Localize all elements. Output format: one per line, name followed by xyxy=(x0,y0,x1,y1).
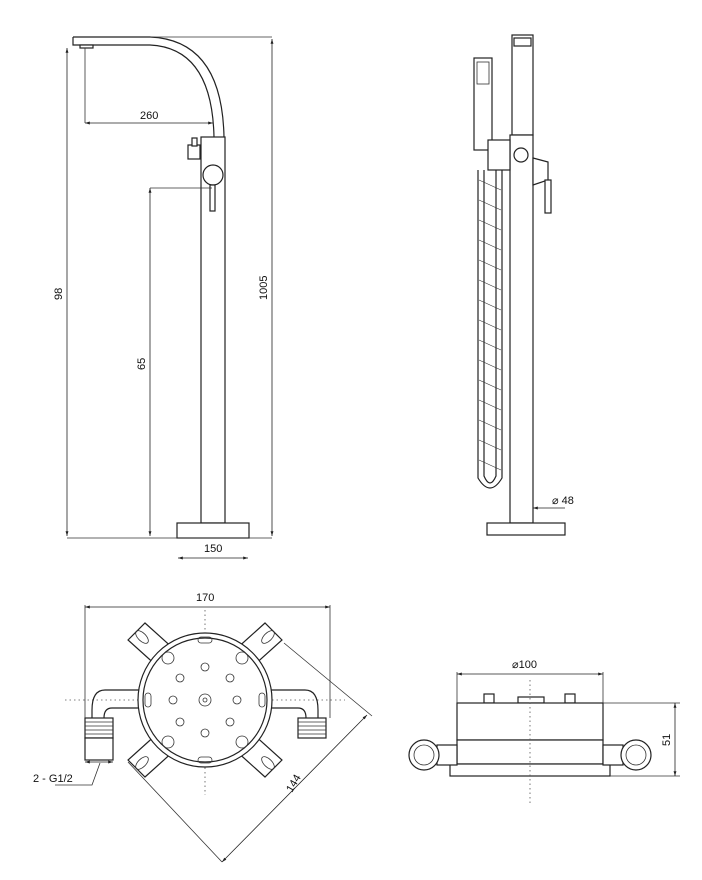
plan-view: 170 144 2 - G1/2 xyxy=(33,592,373,863)
dim-body-diameter: ⌀100 xyxy=(512,659,537,671)
hand-shower xyxy=(473,57,493,151)
side-view: ⌀ 48 xyxy=(473,34,574,536)
thread-lines xyxy=(85,721,113,735)
spindle xyxy=(517,696,545,704)
thread-right xyxy=(297,717,327,739)
valve-body-outer xyxy=(137,632,273,768)
dim-spout-height: 98 xyxy=(53,288,65,300)
dim-overall-width: 170 xyxy=(196,592,214,604)
inlet-stub-right xyxy=(602,744,624,766)
shower-hose xyxy=(477,170,503,489)
mixer-lever xyxy=(209,184,216,212)
holder-cap xyxy=(513,37,532,47)
inlet-ring-left xyxy=(408,739,440,771)
dim-total-height: 1005 xyxy=(258,276,270,300)
floor-base xyxy=(486,522,566,536)
shower-holder xyxy=(511,34,534,136)
dim-spout-reach: 260 xyxy=(140,110,158,122)
mixer-handle xyxy=(202,164,224,186)
inlet-pipe-left xyxy=(91,689,140,719)
connector-left xyxy=(84,737,114,761)
inlet-stub-left xyxy=(436,744,458,766)
connection-label: 2 - G1/2 xyxy=(33,773,73,785)
column-body xyxy=(509,134,534,524)
mixer-lever xyxy=(544,179,552,214)
hose-connector xyxy=(487,139,511,171)
leader-line xyxy=(55,762,101,786)
hose-hatch xyxy=(478,179,502,471)
aerator xyxy=(79,44,94,49)
floor-base xyxy=(176,522,250,539)
extension-line xyxy=(283,642,373,717)
extension-line xyxy=(127,761,223,863)
diverter-stem xyxy=(191,137,198,147)
dim-handle-height: 65 xyxy=(136,358,148,370)
dim-column-diameter: ⌀ 48 xyxy=(552,495,574,507)
inlet-ring-right xyxy=(620,739,652,771)
shower-face xyxy=(476,61,490,85)
inlet-pipe-right xyxy=(270,689,319,719)
box-side-view: ⌀100 51 xyxy=(408,659,680,805)
valve-body-inner xyxy=(142,637,268,763)
stud xyxy=(483,693,495,704)
spout xyxy=(72,36,225,138)
stud xyxy=(564,693,576,704)
dim-body-height: 51 xyxy=(661,734,673,746)
diverter-knob xyxy=(513,147,529,163)
dim-bracket-diagonal: 144 xyxy=(284,773,304,795)
diverter-knob xyxy=(187,144,201,160)
front-view: 260 98 65 1005 150 xyxy=(53,36,274,560)
dim-base-width: 150 xyxy=(204,543,222,555)
dim-line-144 xyxy=(221,714,368,863)
thread-left xyxy=(84,717,114,739)
